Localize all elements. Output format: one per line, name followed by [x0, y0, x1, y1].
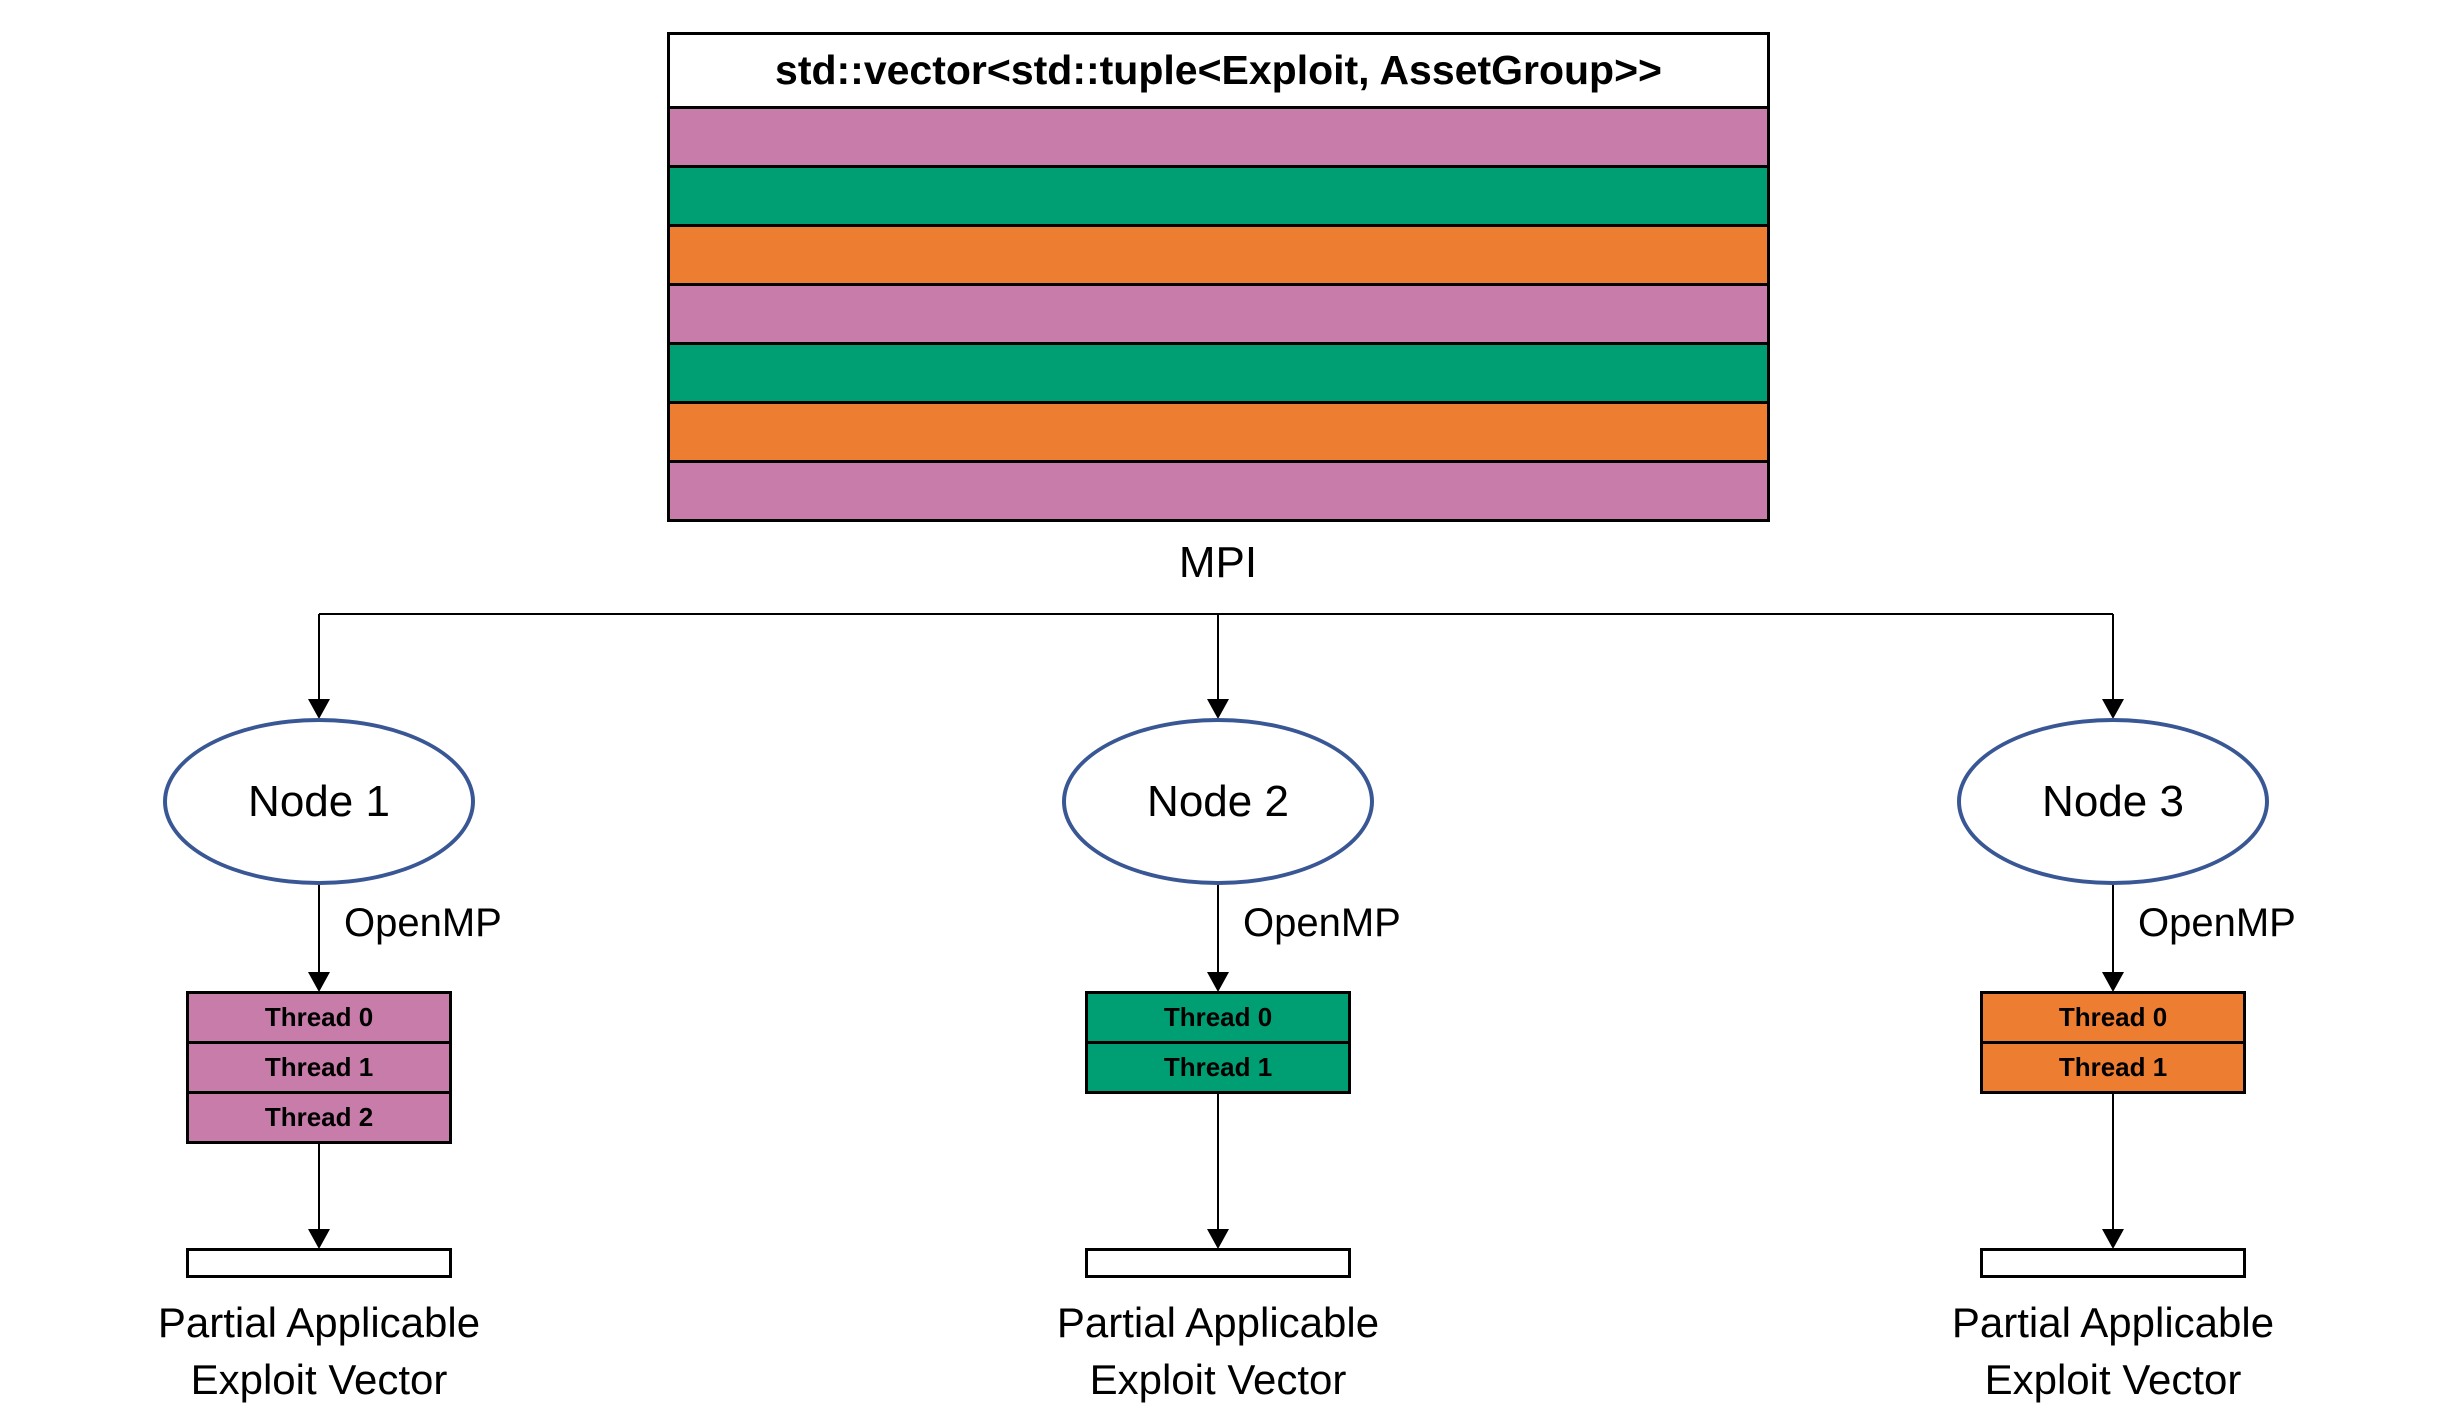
arrowhead-down-icon — [2102, 699, 2124, 719]
caption-line-1: Partial Applicable — [1056, 1299, 1380, 1346]
mpi-connector-line — [319, 613, 2113, 615]
vector-stripe-3 — [670, 286, 1767, 342]
openmp-label: OpenMP — [344, 901, 502, 945]
thread-label: Thread 0 — [2058, 1002, 2168, 1032]
thread-stack: Thread 0 Thread 1 Thread 2 — [186, 991, 452, 1144]
thread-row: Thread 2 — [186, 1091, 452, 1144]
node-ellipse: Node 3 — [1957, 718, 2269, 885]
partial-vector-caption: Partial Applicable Exploit Vector — [99, 1294, 539, 1408]
partial-vector-box — [1980, 1248, 2246, 1278]
arrowhead-down-icon — [308, 972, 330, 992]
arrowhead-down-icon — [1207, 1229, 1229, 1249]
partial-vector-box — [186, 1248, 452, 1278]
partial-vector-caption: Partial Applicable Exploit Vector — [998, 1294, 1438, 1408]
node-to-threads-line — [2112, 885, 2114, 973]
openmp-label: OpenMP — [1243, 901, 1401, 945]
thread-row: Thread 0 — [1085, 991, 1351, 1044]
node-ellipse: Node 1 — [163, 718, 475, 885]
caption-line-2: Exploit Vector — [190, 1356, 448, 1403]
vector-stripe-4 — [670, 345, 1767, 401]
partial-vector-caption: Partial Applicable Exploit Vector — [1893, 1294, 2333, 1408]
vector-stripe-2 — [670, 227, 1767, 283]
node-ellipse: Node 2 — [1062, 718, 1374, 885]
arrowhead-down-icon — [308, 1229, 330, 1249]
thread-label: Thread 0 — [1163, 1002, 1273, 1032]
partial-vector-box — [1085, 1248, 1351, 1278]
thread-row: Thread 1 — [186, 1041, 452, 1094]
node-column: Node 2 OpenMP Thread 0 Thread 1 Partial A… — [988, 614, 1448, 1411]
threads-to-vector-line — [1217, 1094, 1219, 1230]
mpi-label: MPI — [1178, 538, 1258, 587]
thread-row: Thread 0 — [1980, 991, 2246, 1044]
openmp-label: OpenMP — [2138, 901, 2296, 945]
vector-stripe-1 — [670, 168, 1767, 224]
node-column: Node 3 OpenMP Thread 0 Thread 1 Partial A… — [1883, 614, 2343, 1411]
mpi-to-node-line — [318, 614, 320, 700]
mpi-to-node-line — [1217, 614, 1219, 700]
thread-row: Thread 1 — [1085, 1041, 1351, 1094]
node-to-threads-line — [318, 885, 320, 973]
vector-box: std::vector<std::tuple<Exploit, AssetGro… — [667, 32, 1770, 522]
threads-to-vector-line — [318, 1144, 320, 1230]
caption-line-1: Partial Applicable — [157, 1299, 481, 1346]
vector-stripe-5 — [670, 404, 1767, 460]
node-label: Node 1 — [248, 776, 390, 826]
thread-label: Thread 1 — [1163, 1052, 1273, 1082]
arrowhead-down-icon — [2102, 972, 2124, 992]
caption-line-1: Partial Applicable — [1951, 1299, 2275, 1346]
mpi-to-node-line — [2112, 614, 2114, 700]
arrowhead-down-icon — [2102, 1229, 2124, 1249]
thread-row: Thread 0 — [186, 991, 452, 1044]
caption-line-2: Exploit Vector — [1089, 1356, 1347, 1403]
thread-stack: Thread 0 Thread 1 — [1085, 991, 1351, 1094]
vector-box-stripes — [667, 109, 1770, 522]
vector-stripe-0 — [670, 109, 1767, 165]
arrowhead-down-icon — [1207, 972, 1229, 992]
threads-to-vector-line — [2112, 1094, 2114, 1230]
vector-stripe-6 — [670, 463, 1767, 519]
node-column: Node 1 OpenMP Thread 0 Thread 1 Thread 2 P… — [89, 614, 549, 1411]
arrowhead-down-icon — [308, 699, 330, 719]
node-label: Node 3 — [2042, 776, 2184, 826]
thread-label: Thread 0 — [264, 1002, 374, 1032]
thread-label: Thread 2 — [264, 1102, 374, 1132]
caption-line-2: Exploit Vector — [1984, 1356, 2242, 1403]
thread-label: Thread 1 — [2058, 1052, 2168, 1082]
node-label: Node 2 — [1147, 776, 1289, 826]
node-to-threads-line — [1217, 885, 1219, 973]
thread-label: Thread 1 — [264, 1052, 374, 1082]
arrowhead-down-icon — [1207, 699, 1229, 719]
thread-stack: Thread 0 Thread 1 — [1980, 991, 2246, 1094]
thread-row: Thread 1 — [1980, 1041, 2246, 1094]
vector-box-title: std::vector<std::tuple<Exploit, AssetGro… — [667, 32, 1770, 109]
